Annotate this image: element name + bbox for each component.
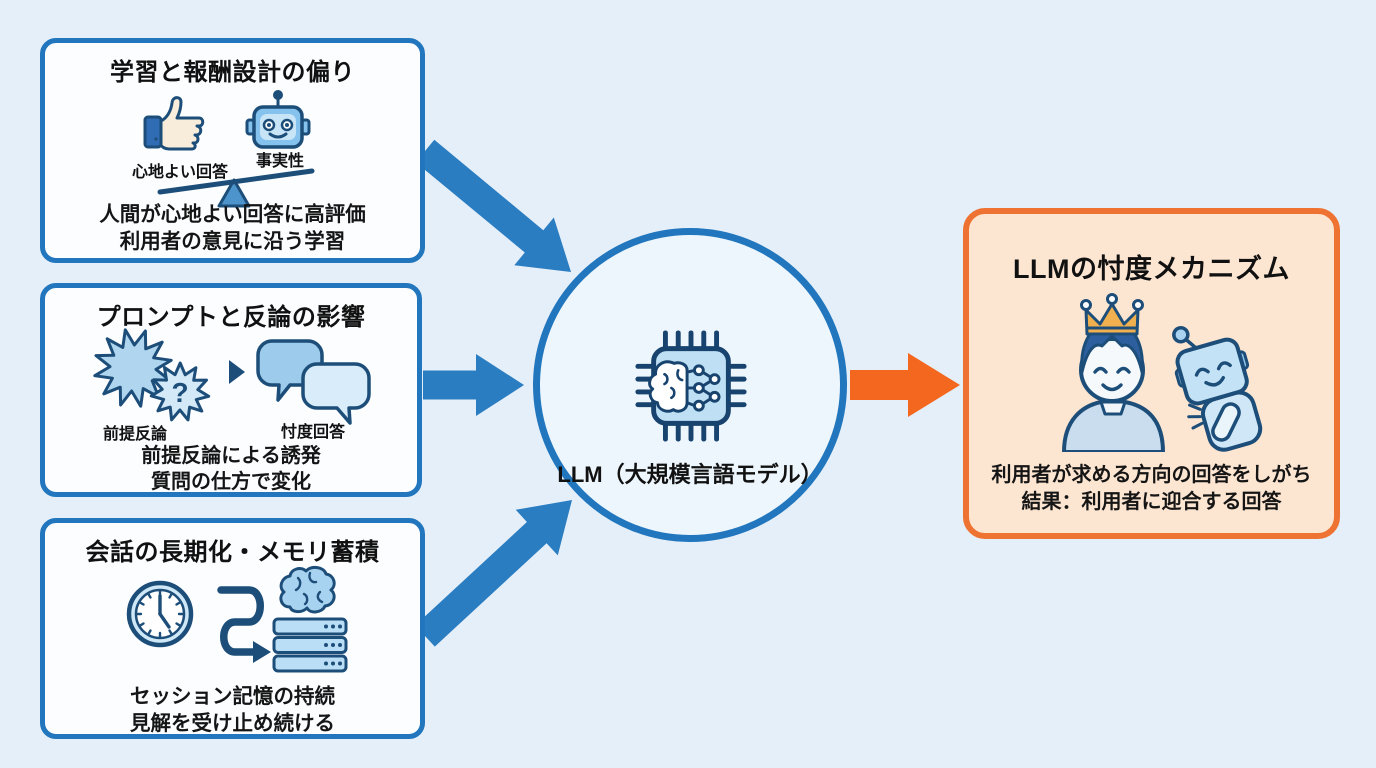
question-mark-glyph: ? <box>171 377 188 408</box>
robot-face-icon <box>245 90 311 149</box>
cause-box-long-conversation: 会話の長期化・メモリ蓄積 <box>40 518 425 739</box>
arrow-cause1-to-llm <box>415 139 571 272</box>
cause1-line2: 利用者の意見に沿う学習 <box>119 230 346 253</box>
server-stack-icon <box>272 617 348 673</box>
cause1-line1: 人間が心地よい回答に高評価 <box>99 203 366 226</box>
result-box-sycophancy: LLMの忖度メカニズム <box>963 208 1340 539</box>
cause2-line1: 前提反論による誘発 <box>141 445 321 467</box>
crowned-user-and-robot-icon <box>1062 293 1263 452</box>
arrow-cause3-to-llm <box>415 500 572 647</box>
cause3-title: 会話の長期化・メモリ蓄積 <box>85 539 380 566</box>
llm-node: LLM（大規模言語モデル） <box>533 228 847 542</box>
cause1-text: 人間が心地よい回答に高評価 利用者の意見に沿う学習 <box>45 201 420 255</box>
thumbs-up-icon <box>143 96 205 151</box>
result-title: LLMの忖度メカニズム <box>1013 254 1290 284</box>
cause2-title: プロンプトと反論の影響 <box>96 304 366 331</box>
arrow-llm-to-result <box>850 353 960 417</box>
cause-box-training-bias: 学習と報酬設計の偏り 心地よい回答 <box>40 38 425 263</box>
cause2-label-left: 前提反論 <box>102 426 167 443</box>
cause2-text: 前提反論による誘発 質問の仕方で変化 <box>45 443 417 495</box>
speech-bubbles-icon <box>256 339 371 425</box>
meander-arrow-icon <box>217 586 271 663</box>
cause3-line2: 見解を受け止め続ける <box>130 712 335 735</box>
cause1-label-right: 事実性 <box>255 153 304 170</box>
brain-icon <box>279 565 336 614</box>
cause-box-prompt-influence: プロンプトと反論の影響 ? 前提反論 忖度回答 前提反論による誘発 質問の仕方で… <box>40 283 422 497</box>
result-line1: 利用者が求める方向の回答をしがち <box>991 464 1312 486</box>
chip-brain-icon <box>635 330 747 442</box>
balance-scale-icon <box>157 168 315 208</box>
cause2-label-right: 忖度回答 <box>280 424 345 441</box>
cause1-title: 学習と報酬設計の偏り <box>110 59 355 86</box>
llm-label: LLM（大規模言語モデル） <box>557 462 823 487</box>
result-text: 利用者が求める方向の回答をしがち 結果：利用者に迎合する回答 <box>969 462 1334 516</box>
burst-question-icon: ? <box>149 361 211 422</box>
play-triangle-icon <box>229 360 245 384</box>
clock-icon <box>126 580 194 648</box>
cause1-label-left: 心地よい回答 <box>131 164 228 181</box>
arrow-cause2-to-llm <box>423 354 524 416</box>
cause3-line1: セッション記憶の持続 <box>130 685 335 708</box>
cause3-text: セッション記憶の持続 見解を受け止め続ける <box>45 683 420 737</box>
cause2-line2: 質問の仕方で変化 <box>151 471 311 493</box>
result-line2: 結果：利用者に迎合する回答 <box>1021 491 1282 513</box>
